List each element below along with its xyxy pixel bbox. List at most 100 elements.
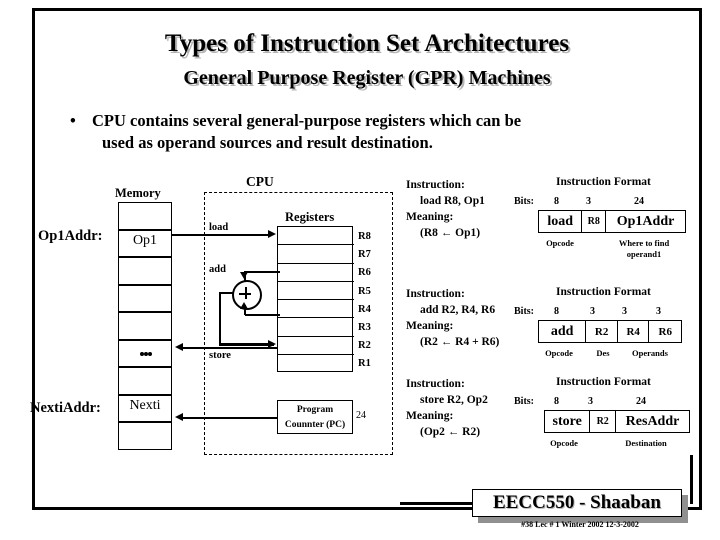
instruction-block-load: Instruction: load R8, Op1 Meaning: (R8 ←… <box>406 177 485 241</box>
op1-address-label: Op1Addr: <box>38 228 103 244</box>
instruction-text: load R8, Op1 <box>420 195 485 207</box>
store-wire <box>180 347 278 349</box>
register-row <box>278 264 354 282</box>
register-name-r7: R7 <box>358 249 371 260</box>
memory-cell-op1: Op1 <box>118 229 172 257</box>
pc-bit-width: 24 <box>356 410 366 421</box>
bullet-line-1: CPU contains several general-purpose reg… <box>92 111 522 130</box>
register-name-r2: R2 <box>358 340 371 351</box>
instruction-label: Instruction: <box>406 288 465 300</box>
format-caption-opcode: Opcode <box>546 238 574 248</box>
register-row <box>278 282 354 300</box>
register-file <box>277 226 354 372</box>
format-field-opcode: load <box>539 211 583 232</box>
bit-width-add-1: 3 <box>590 306 595 317</box>
format-box-store: store R2 ResAddr <box>544 410 690 433</box>
format-field-address: ResAddr <box>625 413 680 429</box>
pc-line-1: Program <box>296 405 334 415</box>
page-subtitle: General Purpose Register (GPR) Machines <box>183 67 551 89</box>
adder-output-arrow-icon <box>268 340 276 348</box>
load-wire-arrow-icon <box>268 230 276 238</box>
format-field-dest: R2 <box>586 321 618 342</box>
bullet-marker-icon: • <box>70 111 76 130</box>
load-wire-label: load <box>209 222 229 233</box>
bits-label-add: Bits: <box>514 306 534 317</box>
cpu-boundary <box>204 192 393 455</box>
register-name-r8: R8 <box>358 231 371 242</box>
register-row <box>278 227 354 246</box>
register-name-r6: R6 <box>358 267 371 278</box>
bit-width-add-2: 3 <box>622 306 627 317</box>
memory-cell <box>118 257 172 285</box>
format-field-opcode: add <box>539 321 587 342</box>
nexti-address-label: NextiAddr: <box>30 400 101 416</box>
bit-width-add-3: 3 <box>656 306 661 317</box>
bit-width-load-0: 8 <box>554 196 559 207</box>
format-box-add: add R2 R4 R6 <box>538 320 682 343</box>
meaning-label: Meaning: <box>406 211 454 223</box>
instruction-label: Instruction: <box>406 179 465 191</box>
cpu-label: CPU <box>246 174 274 189</box>
register-row <box>278 337 354 355</box>
register-name-r5: R5 <box>358 286 371 297</box>
memory-cell-ellipsis <box>118 339 173 369</box>
store-wire-arrow-icon <box>175 343 183 351</box>
format-field-src1: R4 <box>618 321 650 342</box>
bit-width-load-2: 24 <box>634 196 644 207</box>
format-caption-operands: Operands <box>632 348 668 358</box>
add-wire-label: add <box>209 264 226 275</box>
instruction-label: Instruction: <box>406 378 465 390</box>
vertical-ellipsis-icon <box>119 341 173 369</box>
adder-output-wire-right <box>219 343 274 346</box>
store-wire-label: store <box>209 350 231 361</box>
add-input-wire-a <box>245 271 280 273</box>
footer-course-badge: EECC550 - Shaaban <box>472 489 682 517</box>
load-wire <box>172 234 272 236</box>
add-input-wire-b-rise <box>244 305 246 315</box>
bit-width-store-0: 8 <box>554 396 559 407</box>
format-caption-operand: operand1 <box>626 249 662 259</box>
registers-label: Registers <box>285 210 335 224</box>
memory-cell <box>118 312 172 340</box>
memory-cell <box>118 284 172 312</box>
pc-line-2: Counnter (PC) <box>284 420 346 430</box>
bit-width-store-1: 3 <box>588 396 593 407</box>
format-field-opcode: store <box>545 411 591 432</box>
instruction-block-store: Instruction: store R2, Op2 Meaning: (Op2… <box>406 376 488 440</box>
memory-cell <box>118 367 172 395</box>
adder-output-wire-down <box>219 292 221 345</box>
program-counter-box: Program Counnter (PC) <box>277 400 353 434</box>
format-caption-opcode: Opcode <box>545 348 573 358</box>
meaning-text: (R8 ← Op1) <box>420 227 481 239</box>
format-title-add: Instruction Format <box>556 286 651 298</box>
memory-cell <box>118 422 172 450</box>
meaning-text: (Op2 ← R2) <box>420 426 481 438</box>
bits-label-store: Bits: <box>514 396 534 407</box>
register-name-r1: R1 <box>358 358 371 369</box>
register-row <box>278 300 354 319</box>
instruction-text: add R2, R4, R6 <box>420 304 496 316</box>
meaning-label: Meaning: <box>406 410 454 422</box>
bullet-line-2: used as operand sources and result desti… <box>102 133 433 152</box>
format-caption-opcode: Opcode <box>550 438 578 448</box>
pc-wire <box>180 417 278 419</box>
format-field-reg: R2 <box>590 411 617 432</box>
meaning-text: (R2 ← R4 + R6) <box>420 336 500 348</box>
bit-width-load-1: 3 <box>586 196 591 207</box>
register-row <box>278 318 354 337</box>
register-name-r4: R4 <box>358 304 371 315</box>
bit-width-add-0: 8 <box>554 306 559 317</box>
bits-label-load: Bits: <box>514 196 534 207</box>
add-input-wire-b <box>245 314 280 316</box>
memory-cell-nexti: Nexti <box>118 394 172 422</box>
memory-label: Memory <box>115 186 161 200</box>
register-name-r3: R3 <box>358 322 371 333</box>
pc-wire-arrow-icon <box>175 413 183 421</box>
format-caption-where: Where to find <box>618 238 670 248</box>
footer-rule-left <box>400 502 480 505</box>
format-field-reg: R8 <box>582 211 607 232</box>
footer-rule-right <box>690 455 693 504</box>
adder-output-wire <box>219 292 234 294</box>
register-row <box>278 245 354 264</box>
